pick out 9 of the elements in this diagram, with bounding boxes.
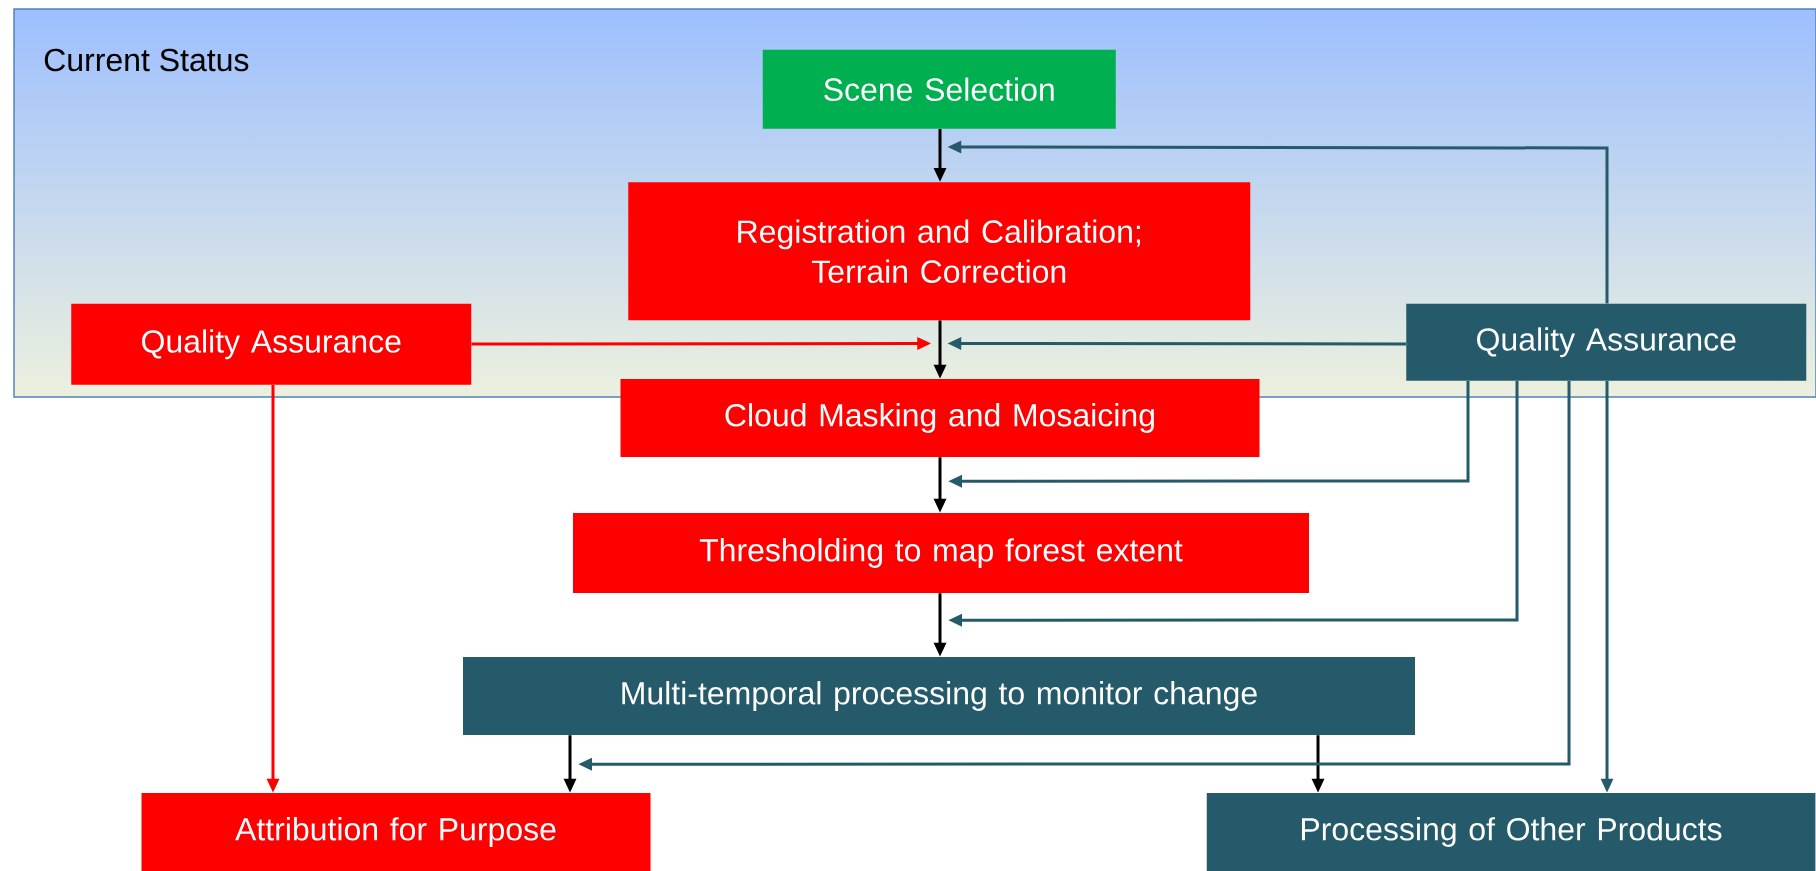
process-box: Quality Assurance: [71, 303, 472, 385]
process-box: Attribution for Purpose: [141, 793, 651, 871]
process-box: Thresholding to map forest extent: [573, 513, 1309, 593]
process-box: Scene Selection: [762, 49, 1116, 129]
process-box: Registration and Calibration; Terrain Correction: [628, 182, 1251, 321]
process-box: Cloud Masking and Mosaicing: [620, 379, 1260, 457]
process-box: Quality Assurance: [1406, 303, 1807, 381]
process-box: Processing of Other Products: [1206, 793, 1816, 871]
process-box: Multi-temporal processing to monitor change: [463, 657, 1415, 735]
